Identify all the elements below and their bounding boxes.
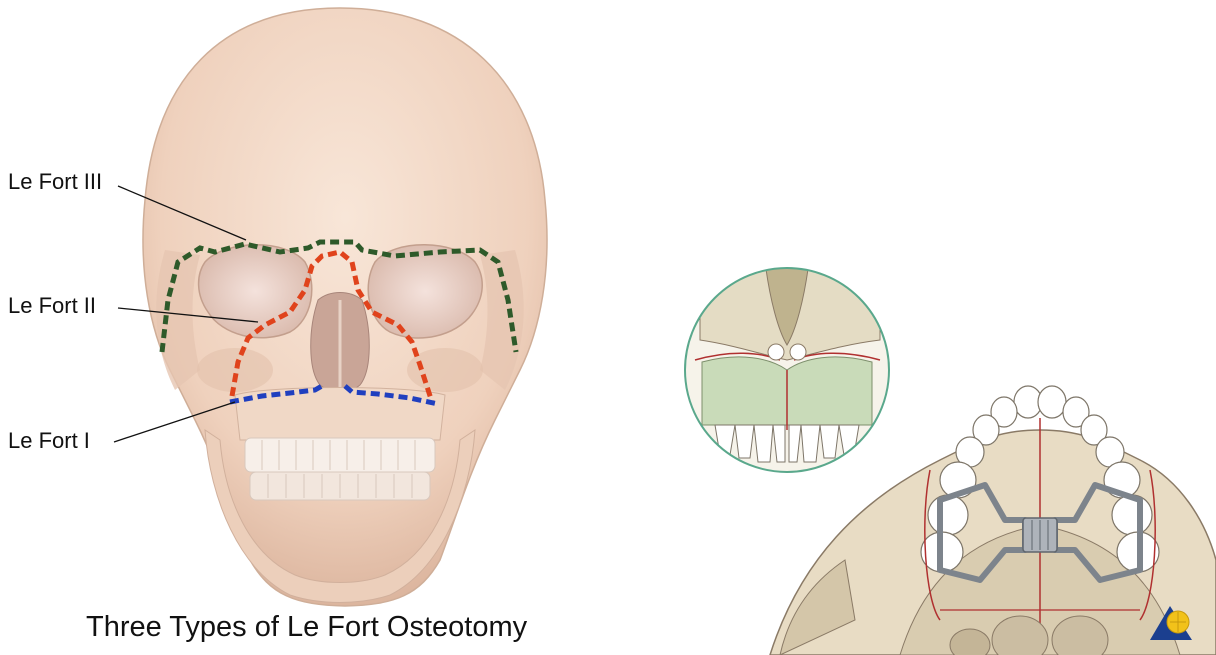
le-fort-2-label: Le Fort II — [8, 295, 96, 317]
le-fort-3-label: Le Fort III — [8, 171, 102, 193]
maxilla-inset-illustration — [680, 260, 900, 480]
le-fort-1-label: Le Fort I — [8, 430, 90, 452]
upper-teeth — [245, 438, 435, 472]
le-fort-panel: Le Fort III Le Fort II Le Fort I Three T… — [0, 0, 640, 655]
palate-panel — [640, 0, 1216, 655]
palate-expander-illustration — [640, 0, 1216, 655]
figure-caption: Three Types of Le Fort Osteotomy — [86, 613, 527, 642]
skull-illustration — [0, 0, 640, 655]
lower-teeth — [250, 472, 430, 500]
